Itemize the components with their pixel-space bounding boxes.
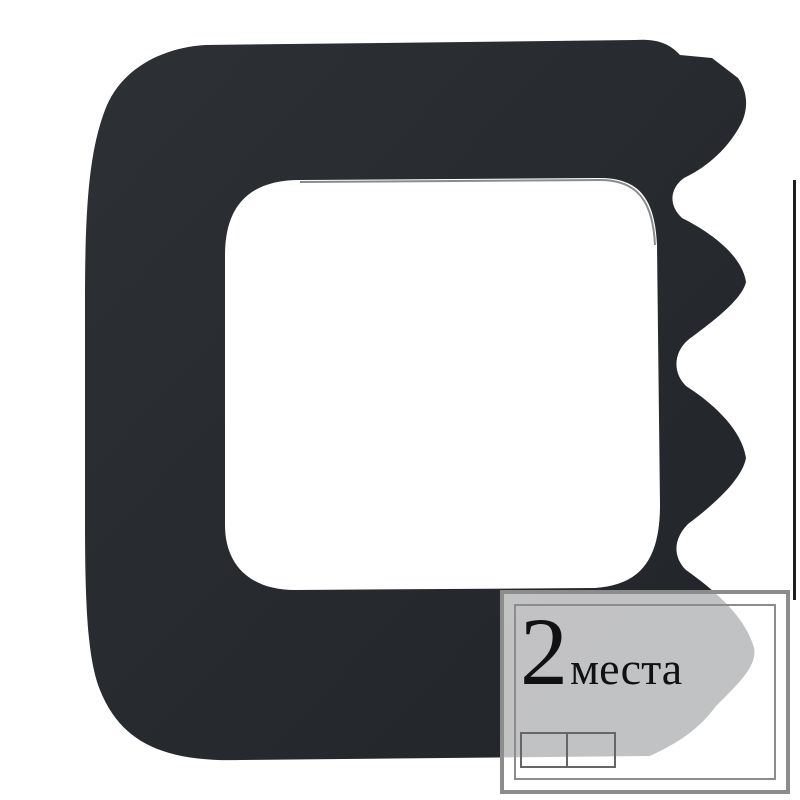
places-badge: 2места [500, 590, 790, 794]
adjacent-frame-edge [793, 180, 796, 600]
frame-outer-shape [85, 39, 755, 761]
slot-icon [568, 732, 616, 768]
slots-icon [520, 732, 616, 768]
badge-label: 2места [520, 604, 682, 700]
slot-icon [520, 732, 568, 768]
badge-word: места [570, 643, 683, 694]
badge-inner-border [514, 604, 776, 780]
frame-inner-highlight [299, 178, 656, 246]
badge-number: 2 [520, 598, 568, 705]
